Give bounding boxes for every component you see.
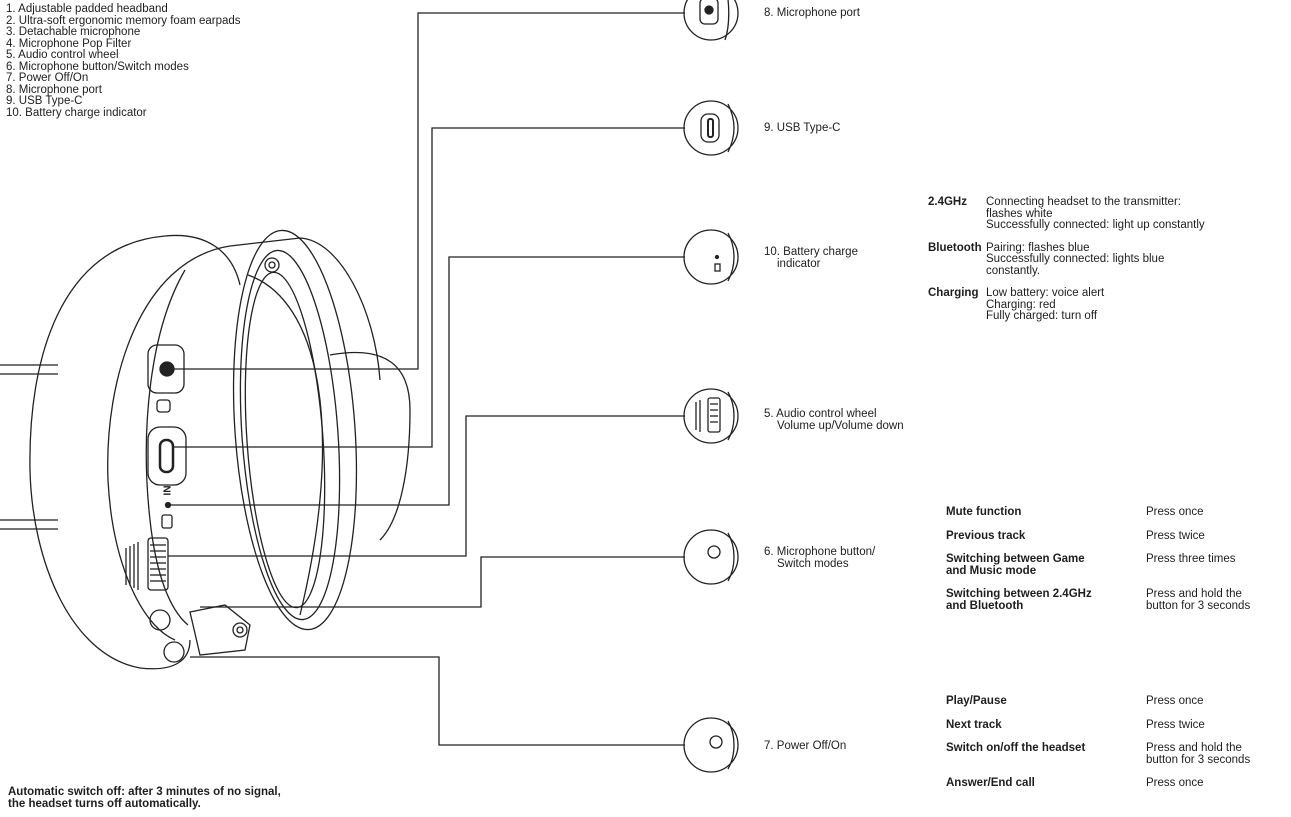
callout-battery: 10. Battery charge indicator xyxy=(764,246,858,270)
status-line: flashes white xyxy=(986,207,1053,220)
legend-item: 3. Detachable microphone xyxy=(6,26,141,38)
function-name: Next track xyxy=(946,718,1146,732)
status-line: constantly. xyxy=(986,264,1041,277)
status-mode: 2.4GHz xyxy=(928,196,967,208)
callout-wheel-line1: 5. Audio control wheel xyxy=(764,408,877,420)
function-row: Play/Pause Press once xyxy=(946,695,1250,708)
function-line: Switching between Game xyxy=(946,553,1085,565)
function-row: Mute function Press once xyxy=(946,506,1250,519)
status-line: Fully charged: turn off xyxy=(986,310,1098,322)
function-name: Answer/End call xyxy=(946,777,1146,790)
status-line: Charging: red xyxy=(986,298,1056,311)
status-line: Connecting headset to the transmitter: xyxy=(986,196,1181,208)
power-button-function-table: Play/Pause Press once Next track Press t… xyxy=(946,695,1251,790)
status-row: 2.4GHz Connecting headset to the transmi… xyxy=(928,196,1205,232)
status-row: Charging Low battery: voice alert Chargi… xyxy=(928,287,1205,323)
function-line: Mute function xyxy=(946,506,1022,518)
legend-item: 7. Power Off/On xyxy=(6,72,89,84)
status-description: Pairing: flashes blue Successfully conne… xyxy=(986,241,1165,278)
auto-off-footnote: Automatic switch off: after 3 minutes of… xyxy=(8,786,281,810)
parts-legend: 1. Adjustable padded headband 2. Ultra-s… xyxy=(6,3,241,119)
function-name: Switch on/off the headset xyxy=(946,742,1146,766)
legend-item: 5. Audio control wheel xyxy=(6,49,119,61)
function-action: Press once xyxy=(1146,506,1204,519)
indicator-status-table: 2.4GHz Connecting headset to the transmi… xyxy=(928,196,1205,334)
function-row: Answer/End call Press once xyxy=(946,777,1250,790)
action-line: Press and hold the xyxy=(1146,742,1242,754)
function-name: Switching between 2.4GHz and Bluetooth xyxy=(946,588,1146,612)
callout-battery-line2: indicator xyxy=(777,258,821,270)
function-row: Switch on/off the headset Press and hold… xyxy=(946,742,1251,766)
action-line: Press three times xyxy=(1146,553,1236,565)
function-action: Press once xyxy=(1146,695,1204,708)
status-line: Pairing: flashes blue xyxy=(986,241,1090,254)
status-mode: Bluetooth xyxy=(928,241,982,254)
function-line: Play/Pause xyxy=(946,695,1007,707)
function-line: Previous track xyxy=(946,529,1026,542)
function-row: Previous track Press twice xyxy=(946,529,1250,543)
action-line: Press twice xyxy=(1146,529,1205,542)
function-name: Previous track xyxy=(946,529,1146,543)
status-mode: Charging xyxy=(928,287,979,299)
function-name: Switching between Game and Music mode xyxy=(946,553,1146,577)
function-line: Switching between 2.4GHz xyxy=(946,588,1092,600)
action-line: Press once xyxy=(1146,695,1204,707)
function-row: Switching between 2.4GHz and Bluetooth P… xyxy=(946,588,1251,612)
function-action: Press twice xyxy=(1146,529,1205,543)
action-line: Press once xyxy=(1146,777,1204,789)
legend-item: 6. Microphone button/Switch modes xyxy=(6,60,189,73)
callout-mic-button-line2: Switch modes xyxy=(777,558,849,570)
function-name: Mute function xyxy=(946,506,1146,519)
footnote-line: Automatic switch off: after 3 minutes of… xyxy=(8,786,281,798)
mic-button-function-table: Mute function Press once Previous track … xyxy=(946,506,1251,612)
legend-item: 10. Battery charge indicator xyxy=(6,106,147,119)
indicator-marking: NI xyxy=(160,485,172,496)
status-description: Low battery: voice alert Charging: red F… xyxy=(986,287,1105,323)
action-line: button for 3 seconds xyxy=(1146,599,1251,612)
status-line: Low battery: voice alert xyxy=(986,287,1105,299)
function-action: Press three times xyxy=(1146,553,1236,577)
status-description: Connecting headset to the transmitter: f… xyxy=(986,196,1205,232)
callout-mic-button-line1: 6. Microphone button/ xyxy=(764,546,876,558)
legend-item: 1. Adjustable padded headband xyxy=(6,3,168,15)
status-line: Successfully connected: lights blue xyxy=(986,253,1165,265)
action-line: Press twice xyxy=(1146,718,1205,731)
status-row: Bluetooth Pairing: flashes blue Successf… xyxy=(928,241,1205,278)
callout-usb-c: 9. USB Type-C xyxy=(764,122,841,134)
action-line: Press once xyxy=(1146,506,1204,518)
function-row: Next track Press twice xyxy=(946,718,1250,732)
function-row: Switching between Game and Music mode Pr… xyxy=(946,553,1250,577)
status-line: Successfully connected: light up constan… xyxy=(986,219,1205,231)
function-name: Play/Pause xyxy=(946,695,1146,708)
legend-item: 8. Microphone port xyxy=(6,83,102,96)
function-line: and Bluetooth xyxy=(946,599,1024,612)
callout-wheel: 5. Audio control wheel Volume up/Volume … xyxy=(764,408,904,432)
legend-item: 2. Ultra-soft ergonomic memory foam earp… xyxy=(6,14,241,27)
function-action: Press and hold the button for 3 seconds xyxy=(1146,742,1251,766)
function-action: Press twice xyxy=(1146,718,1205,732)
function-line: Switch on/off the headset xyxy=(946,742,1086,754)
footnote-line: the headset turns off automatically. xyxy=(8,797,201,810)
callout-power: 7. Power Off/On xyxy=(764,740,847,752)
callout-battery-line1: 10. Battery charge xyxy=(764,246,858,258)
function-line: Answer/End call xyxy=(946,777,1035,789)
callout-wheel-line2: Volume up/Volume down xyxy=(777,420,904,432)
function-line: Next track xyxy=(946,718,1002,731)
action-line: Press and hold the xyxy=(1146,588,1242,600)
function-action: Press and hold the button for 3 seconds xyxy=(1146,588,1251,612)
callout-mic-button: 6. Microphone button/ Switch modes xyxy=(764,546,875,570)
legend-item: 4. Microphone Pop Filter xyxy=(6,37,132,50)
action-line: button for 3 seconds xyxy=(1146,753,1251,766)
legend-item: 9. USB Type-C xyxy=(6,95,83,107)
function-line: and Music mode xyxy=(946,564,1037,577)
callout-mic-port: 8. Microphone port xyxy=(764,7,860,19)
function-action: Press once xyxy=(1146,777,1204,790)
